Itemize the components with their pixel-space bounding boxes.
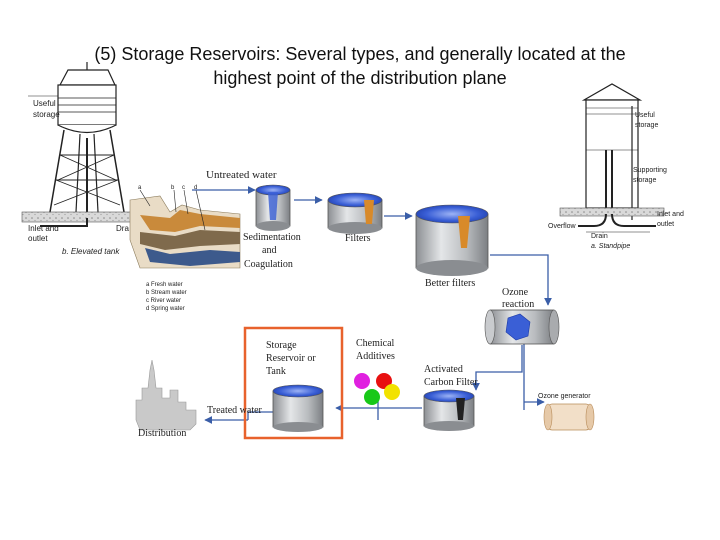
activated-carbon-label-2: Carbon Filter: [424, 377, 478, 388]
layer-letter-d: d: [194, 185, 197, 191]
elevated-tank-caption: b. Elevated tank: [62, 247, 120, 256]
chemical-additives-label-1: Chemical: [356, 338, 395, 349]
standpipe-drain-label: Drain: [591, 233, 608, 240]
elevated-inlet-label-1: Inlet and: [28, 224, 59, 233]
better-filters-tank: Better filters: [415, 204, 489, 289]
sedimentation-tank: Sedimentation and Coagulation: [243, 184, 301, 270]
elevated-tank: Useful storage Inlet and outlet Dra b. E…: [21, 62, 141, 256]
title-line-2: highest point of the distribution plane: [213, 68, 507, 88]
standpipe-supporting-storage-1: Supporting: [633, 167, 667, 174]
standpipe-useful-storage-1: Useful: [635, 112, 655, 119]
standpipe-caption: a. Standpipe: [591, 243, 630, 250]
ozone-reaction-vessel: Ozone reaction: [484, 287, 560, 345]
aquifer-cross-section: a b c d: [129, 185, 241, 269]
elevated-useful-storage-label-1: Useful: [33, 99, 56, 108]
title-line-1: (5) Storage Reservoirs: Several types, a…: [94, 44, 626, 64]
layer-letter-a: a: [138, 185, 142, 191]
storage-reservoir: Storage Reservoir or Tank: [243, 326, 344, 440]
ozone-reaction-label-2: reaction: [502, 299, 534, 310]
arrow-better-filters-to-ozone: [490, 254, 552, 306]
legend-item-river: c River water: [146, 298, 181, 304]
activated-carbon-tank: Activated Carbon Filter: [423, 364, 478, 431]
legend-item-spring: d Spring water: [146, 306, 185, 312]
sedimentation-label-2: and: [262, 245, 276, 256]
ozone-reaction-label-1: Ozone: [502, 287, 529, 298]
elevated-drain-label: Dra: [116, 224, 129, 233]
filters-label: Filters: [345, 233, 371, 244]
slide-title: (5) Storage Reservoirs: Several types, a…: [0, 42, 720, 90]
sedimentation-label-3: Coagulation: [244, 259, 293, 270]
legend-item-fresh: a Fresh water: [146, 282, 183, 288]
elevated-useful-storage-label-2: storage: [33, 110, 60, 119]
standpipe: Useful storage Supporting storage Overfl…: [548, 83, 684, 250]
storage-highlight-box: [243, 326, 344, 440]
treated-water-label: Treated water: [207, 405, 263, 416]
elevated-inlet-label-2: outlet: [28, 234, 48, 243]
storage-label-1: Storage: [266, 340, 297, 351]
storage-label-2: Reservoir or: [266, 353, 316, 364]
legend-item-stream: b Stream water: [146, 290, 187, 296]
layer-letter-b: b: [171, 185, 175, 191]
arrow-ozone-to-carbon: [472, 345, 523, 391]
storage-label-3: Tank: [266, 366, 286, 377]
standpipe-inlet-label-1: Inlet and: [657, 211, 684, 218]
ozone-generator: Ozone generator: [538, 393, 595, 431]
layer-letter-c: c: [182, 185, 185, 191]
chemical-additives: Chemical Additives: [354, 338, 400, 405]
better-filters-label: Better filters: [425, 278, 475, 289]
chemical-additives-label-2: Additives: [356, 351, 395, 362]
additive-green: [364, 389, 380, 405]
distribution-label: Distribution: [138, 428, 186, 439]
sedimentation-label-1: Sedimentation: [243, 232, 301, 243]
additive-yellow: [384, 384, 400, 400]
ozone-generator-label: Ozone generator: [538, 393, 591, 400]
flow-arrows: [192, 186, 552, 424]
activated-carbon-label-1: Activated: [424, 364, 463, 375]
additive-red: [376, 373, 392, 389]
untreated-water-label: Untreated water: [206, 169, 277, 181]
additive-magenta: [354, 373, 370, 389]
standpipe-useful-storage-2: storage: [635, 122, 658, 129]
distribution-town: Treated water Distribution: [135, 359, 263, 439]
standpipe-supporting-storage-2: storage: [633, 177, 656, 184]
standpipe-overflow-label: Overflow: [548, 223, 577, 230]
standpipe-inlet-label-2: outlet: [657, 221, 674, 228]
filters-tank: Filters: [327, 192, 383, 244]
water-source-legend: a Fresh water b Stream water c River wat…: [146, 282, 187, 312]
